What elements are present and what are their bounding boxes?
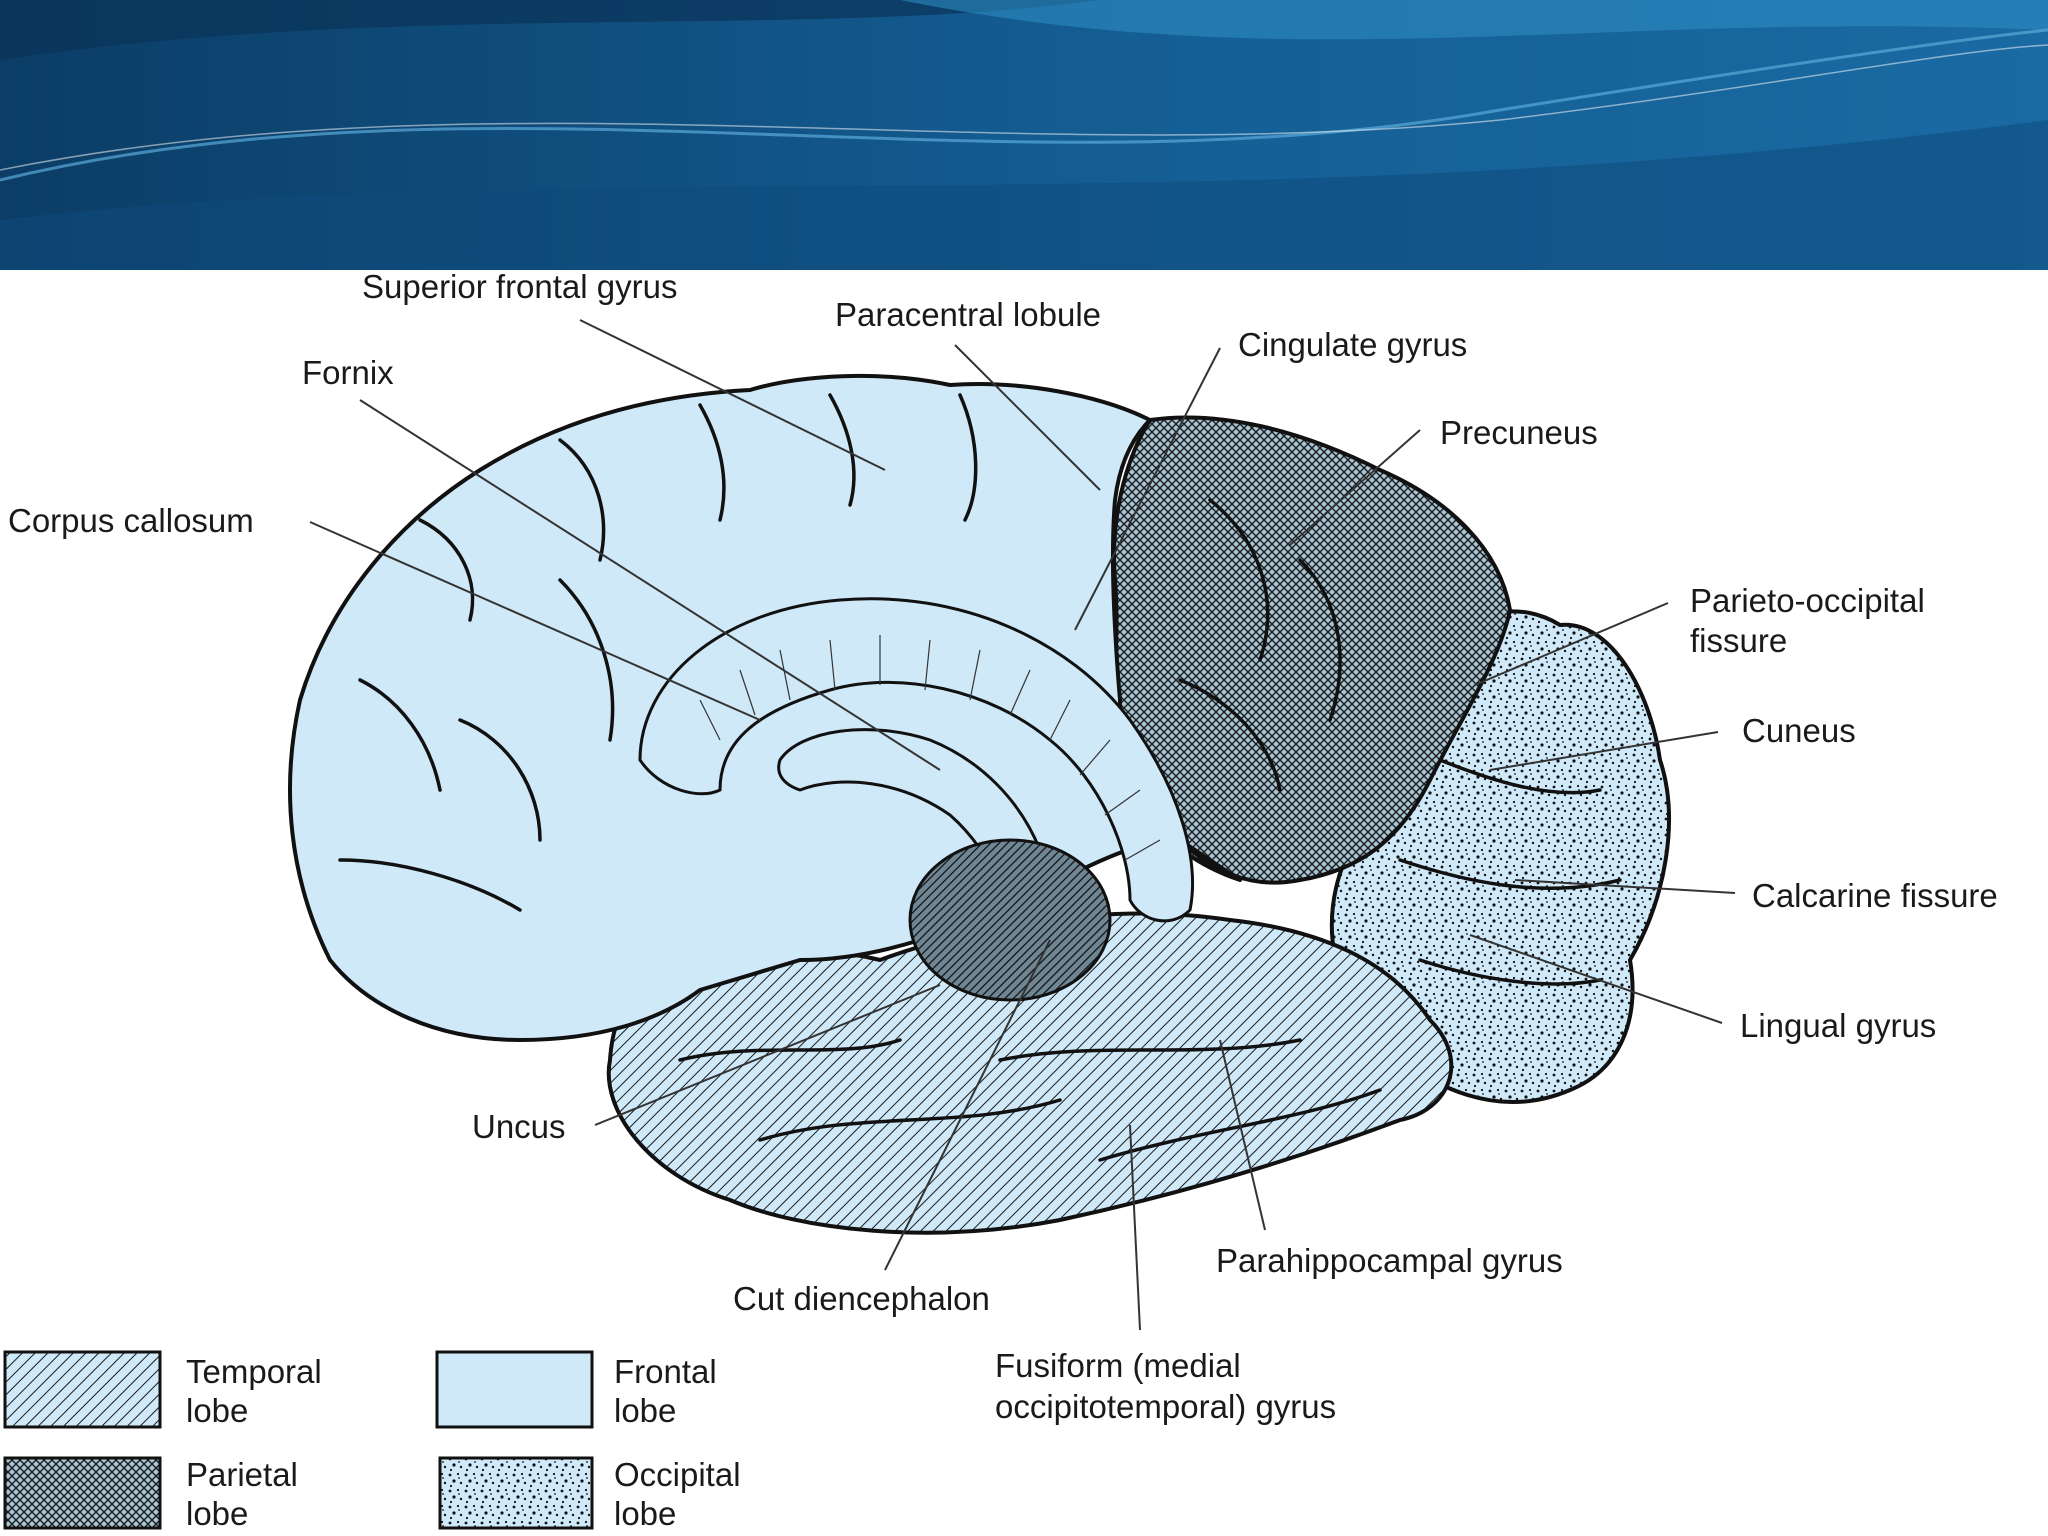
- legend-frontal-line1: Frontal: [614, 1353, 717, 1390]
- label-parahippocampal-gyrus: Parahippocampal gyrus: [1216, 1242, 1563, 1279]
- label-cuneus: Cuneus: [1742, 712, 1856, 749]
- label-parieto-occipital-fissure-1: Parieto-occipital: [1690, 582, 1925, 619]
- legend-parietal-line1: Parietal: [186, 1456, 298, 1493]
- label-paracentral-lobule: Paracentral lobule: [835, 296, 1101, 333]
- legend-frontal-line2: lobe: [614, 1392, 676, 1429]
- label-calcarine-fissure: Calcarine fissure: [1752, 877, 1998, 914]
- label-fornix: Fornix: [302, 354, 394, 391]
- legend-parietal-line2: lobe: [186, 1495, 248, 1532]
- legend: Temporal lobe Frontal lobe Parietal lobe…: [3, 1350, 741, 1532]
- legend-occipital-line2: lobe: [614, 1495, 676, 1532]
- label-superior-frontal-gyrus: Superior frontal gyrus: [362, 268, 677, 305]
- label-lingual-gyrus: Lingual gyrus: [1740, 1007, 1936, 1044]
- cut-diencephalon: [908, 838, 1112, 1002]
- legend-temporal-line2: lobe: [186, 1392, 248, 1429]
- legend-temporal-line1: Temporal: [186, 1353, 322, 1390]
- label-uncus: Uncus: [472, 1108, 566, 1145]
- label-fusiform-gyrus-2: occipitotemporal) gyrus: [995, 1388, 1336, 1425]
- title-banner: [0, 0, 2048, 270]
- label-cut-diencephalon: Cut diencephalon: [733, 1280, 990, 1317]
- legend-swatch-temporal: [3, 1350, 162, 1429]
- label-corpus-callosum: Corpus callosum: [8, 502, 254, 539]
- label-parieto-occipital-fissure-2: fissure: [1690, 622, 1787, 659]
- corpus-callosum: [638, 597, 1194, 923]
- legend-swatch-frontal: [435, 1350, 594, 1429]
- legend-swatch-parietal: [3, 1456, 162, 1530]
- legend-swatch-occipital: [438, 1456, 594, 1530]
- label-precuneus: Precuneus: [1440, 414, 1598, 451]
- label-cingulate-gyrus: Cingulate gyrus: [1238, 326, 1467, 363]
- label-fusiform-gyrus-1: Fusiform (medial: [995, 1347, 1241, 1384]
- leader-lines: [309, 319, 1736, 1331]
- legend-occipital-line1: Occipital: [614, 1456, 741, 1493]
